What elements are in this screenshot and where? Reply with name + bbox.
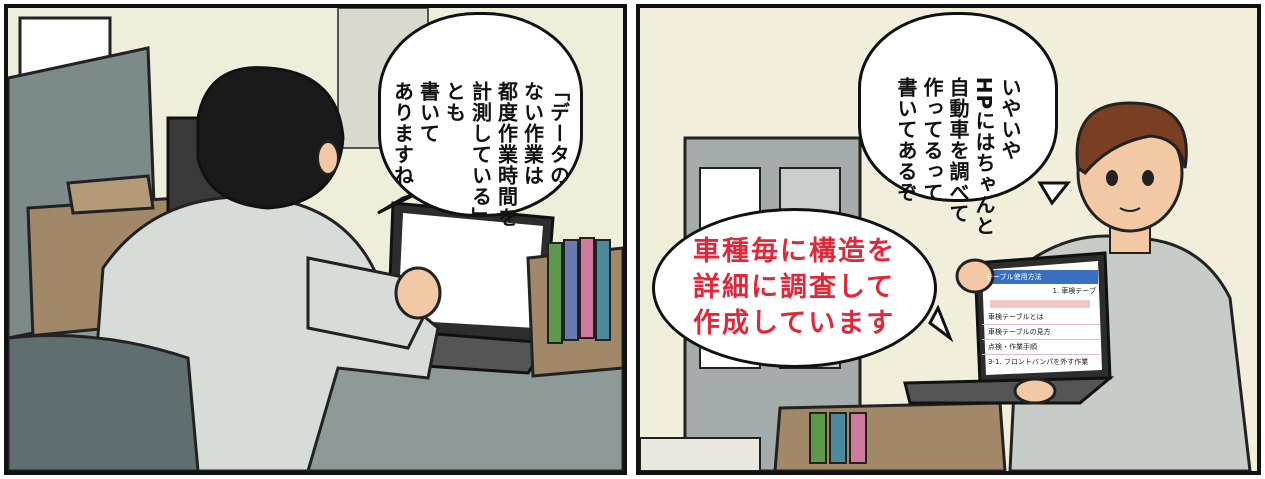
red-speech-bubble: 車種毎に構造を 詳細に調査して 作成しています xyxy=(652,208,937,368)
speech-line: いやいや xyxy=(998,76,1022,161)
speech-line: 書いて xyxy=(416,80,441,144)
speech-line: 自動車を調べて xyxy=(946,76,970,224)
speech-bubble-right: いやいや HPにはちゃんと 自動車を調べて 作ってるって 書いてあるぞ xyxy=(858,12,1058,236)
speech-line: 「データの xyxy=(546,80,571,186)
speech-line: HPにはちゃんと xyxy=(972,76,996,237)
screen-list-item: 3-1. フロントバンパを外す作業 xyxy=(988,358,1089,366)
speech-line: ありますね xyxy=(390,80,415,186)
speech-line: 計測している」 xyxy=(468,80,493,228)
speech-text-left: 「データの ない作業は 都度作業時間を 計測している」 とも 書いて ありますね xyxy=(364,33,598,228)
speech-line: 都度作業時間を xyxy=(494,80,519,228)
worker-head xyxy=(196,66,345,210)
screen-subheader: 1. 車検テーブ xyxy=(1052,287,1096,295)
comic-panel-right: テーブル使用方法 1. 車検テーブ 車検テーブルとは 車検テーブルの見方 点検・… xyxy=(636,4,1261,475)
red-speech-text: 車種毎に構造を 詳細に調査して 作成しています xyxy=(693,236,896,339)
comic-panel-left: 「データの ない作業は 都度作業時間を 計測している」 とも 書いて ありますね xyxy=(4,4,627,475)
speech-line: 書いてあるぞ xyxy=(894,76,918,203)
screen-list-item: 車検テーブルの見方 xyxy=(982,325,1100,340)
speech-line: ない作業は xyxy=(520,80,545,186)
speech-line: 作ってるって xyxy=(920,76,944,203)
screen-header: テーブル使用方法 xyxy=(986,273,1042,281)
speech-bubble-left: 「データの ない作業は 都度作業時間を 計測している」 とも 書いて ありますね xyxy=(378,12,583,228)
speech-line: とも xyxy=(442,80,467,123)
laptop-screen: テーブル使用方法 1. 車検テーブ 車検テーブルとは 車検テーブルの見方 点検・… xyxy=(982,270,1100,375)
screen-list-item: 点検・作業手順 xyxy=(982,340,1100,355)
speech-text-right: いやいや HPにはちゃんと 自動車を調べて 作ってるって 書いてあるぞ xyxy=(867,29,1049,236)
screen-list-item: 車検テーブルとは xyxy=(982,310,1100,325)
